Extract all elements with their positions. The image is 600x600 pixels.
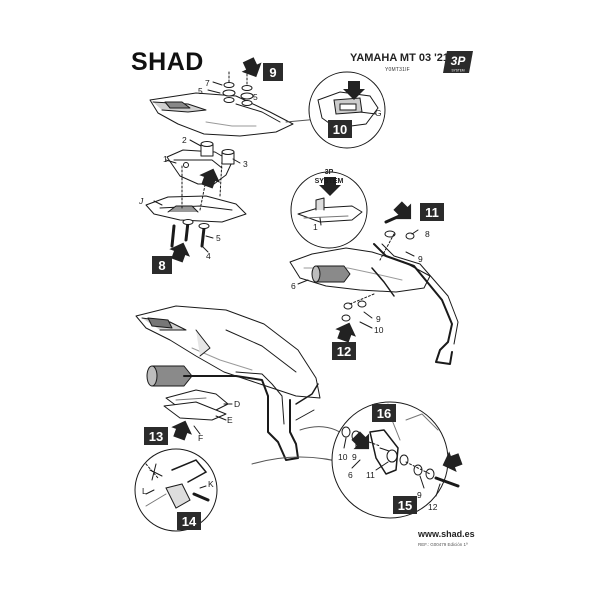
- part-label: 5: [216, 233, 221, 243]
- brand-logo: SHAD: [131, 48, 204, 76]
- part-label: 12: [428, 502, 438, 512]
- part-label: 9: [376, 314, 381, 324]
- part-label: 1: [163, 154, 168, 164]
- scene-middle-right: [289, 171, 459, 365]
- badge-text: 3P: [451, 54, 467, 68]
- step-13-arrow: [168, 416, 196, 443]
- part-label: 8: [425, 229, 430, 239]
- website-link[interactable]: www.shad.es: [418, 529, 475, 539]
- callout-line-2: SYSTEM: [315, 178, 344, 185]
- part-label: 5: [198, 86, 203, 96]
- part-label: 2: [182, 135, 187, 145]
- part-label: D: [234, 399, 240, 409]
- reference-line: REF.: G00479 Edición 1ª: [418, 542, 468, 547]
- badge-subtext: SYSTEM: [451, 69, 464, 73]
- part-label: 5: [253, 92, 258, 102]
- step-14-label: 14: [182, 514, 197, 529]
- step-12-arrow: [332, 318, 360, 345]
- part-labels: 1 2 3 4 5 5 5 7 J G 1 8 9 6 9 10 D E F L…: [138, 78, 438, 512]
- part-label: 7: [205, 78, 210, 88]
- part-label: F: [198, 433, 203, 443]
- step-13-label: 13: [149, 429, 163, 444]
- step-8-label: 8: [158, 258, 165, 273]
- part-label: 1: [313, 222, 318, 232]
- ref-code: Y0MT31IF: [385, 67, 410, 73]
- step-11-arrow: [389, 197, 419, 227]
- part-label: 6: [348, 470, 353, 480]
- inset-14: [134, 448, 218, 532]
- step-15-label: 15: [398, 498, 412, 513]
- step-12-label: 12: [337, 344, 351, 359]
- step-9-label: 9: [269, 65, 276, 80]
- part-label: 3: [243, 159, 248, 169]
- part-label: 9: [417, 490, 422, 500]
- model-title: YAMAHA MT 03 '21: [350, 52, 449, 64]
- part-label: E: [227, 415, 233, 425]
- part-label: L: [142, 486, 147, 496]
- part-label: 10: [338, 452, 348, 462]
- scene-bottom-left: [135, 305, 351, 465]
- part-label: K: [208, 479, 214, 489]
- step-boxes: 8 9 10 11 12 13 14 15 16: [144, 63, 444, 530]
- step-11-label: 11: [425, 205, 439, 220]
- part-label: 4: [206, 251, 211, 261]
- part-label: 9: [352, 452, 357, 462]
- part-label: 10: [374, 325, 384, 335]
- part-label: J: [138, 196, 144, 206]
- 3p-system-badge: 3P SYSTEM: [443, 51, 473, 73]
- scene-top-left: [145, 71, 331, 253]
- step-16-label: 16: [377, 406, 391, 421]
- part-label: 11: [366, 470, 375, 480]
- part-label: 6: [291, 281, 296, 291]
- part-label: 9: [418, 254, 423, 264]
- callout-line-1: 3P: [325, 169, 334, 176]
- part-label: G: [375, 108, 382, 118]
- step-10-label: 10: [333, 122, 347, 137]
- step-9-arrow: [238, 55, 267, 82]
